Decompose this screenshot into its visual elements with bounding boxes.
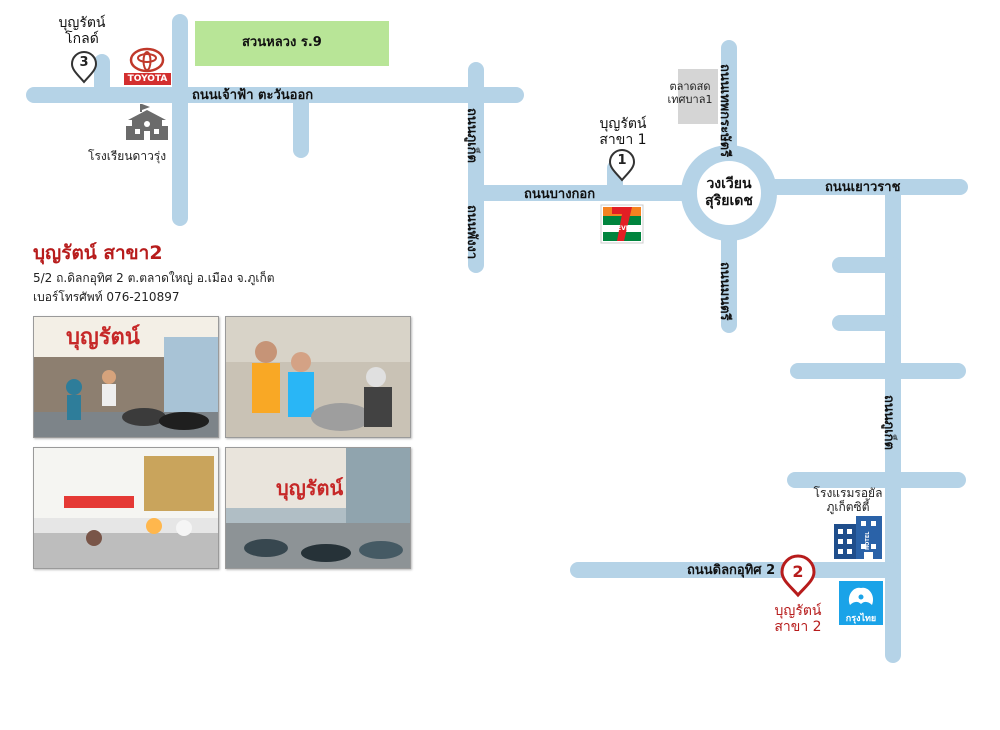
road-label-yaowarat: ถนนเยาวราช xyxy=(825,180,901,195)
road-label-thepkrasattri: ถนนเทพกระษัตรี xyxy=(717,64,732,158)
toyota-logo-icon xyxy=(124,47,171,85)
pin-2-label-line2: สาขา 2 xyxy=(774,619,822,635)
park-label: สวนหลวง ร.9 xyxy=(242,35,322,50)
pin-2-label-line1: บุญรัตน์ xyxy=(774,603,822,619)
pin-3-label: บุญรัตน์ โกลด์ xyxy=(42,15,122,47)
road-network xyxy=(26,14,968,663)
hotel-sign-label: HOTEL xyxy=(865,531,871,550)
pin-3-label-line2: โกลด์ xyxy=(65,31,99,47)
school-label: โรงเรียนดาวรุ่ง xyxy=(88,149,167,163)
roundabout xyxy=(681,145,777,241)
market-area xyxy=(678,69,718,124)
road-label-phangnga: ถนนพังงา xyxy=(464,205,479,260)
photo-shop-front: บุญรัตน์ xyxy=(33,316,219,438)
road-label-montri: ถนนมนตรี xyxy=(717,262,732,321)
pin-1-number: 1 xyxy=(617,153,627,168)
pin-1-label: บุญรัตน์ สาขา 1 xyxy=(583,116,663,148)
photo-dining-room xyxy=(33,447,219,569)
hotel-label-line1: โรงแรมรอยัล xyxy=(813,486,883,500)
pin-3-number: 3 xyxy=(79,55,89,70)
seven-eleven-label: ELEVEN xyxy=(609,225,635,232)
road-label-phuket-lower: ถนนภูเก็ต xyxy=(881,395,896,450)
bank-label: กรุงไทย xyxy=(845,614,877,624)
toyota-label: TOYOTA xyxy=(127,74,168,84)
pin-1-label-line2: สาขา 1 xyxy=(599,132,647,148)
hotel-label-line2: ภูเก็ตซิตี้ xyxy=(826,500,870,514)
pin-3-marker[interactable] xyxy=(70,51,98,84)
hotel-icon xyxy=(834,516,882,559)
roundabout-label-line1: วงเวียน xyxy=(706,176,752,192)
pin-2-label: บุญรัตน์ สาขา 2 xyxy=(758,603,838,635)
photo-kitchen xyxy=(225,316,411,438)
pin-2-marker[interactable] xyxy=(780,554,816,598)
roundabout-label: วงเวียน สุริยเดช xyxy=(703,176,755,210)
market-label-1: ตลาดสด xyxy=(669,80,711,93)
krungthai-bank-logo-icon xyxy=(839,581,883,625)
photo-street-view: บุญรัตน์ xyxy=(225,447,411,569)
info-phone: เบอร์โทรศัพท์ 076-210897 xyxy=(33,290,180,304)
road-label-chaofa-east: ถนนเจ้าฟ้า ตะวันออก xyxy=(192,88,314,103)
photo-street-sign: บุญรัตน์ xyxy=(276,476,344,500)
school-icon xyxy=(126,104,168,140)
hotel-label: โรงแรมรอยัล ภูเก็ตซิตี้ xyxy=(808,486,888,514)
pin-3-label-line1: บุญรัตน์ xyxy=(58,15,106,31)
park-area xyxy=(195,21,389,66)
pin-1-label-line1: บุญรัตน์ xyxy=(599,116,647,132)
road-label-bangkok: ถนนบางกอก xyxy=(524,187,596,202)
roundabout-label-line2: สุริยเดช xyxy=(705,193,753,209)
pin-1-marker[interactable] xyxy=(608,149,636,182)
market-label-2: เทศบาล1 xyxy=(667,93,713,106)
road-label-dilok-uthit-2: ถนนดิลกอุทิศ 2 xyxy=(687,563,776,578)
info-title: บุญรัตน์ สาขา2 xyxy=(33,242,163,264)
info-address: 5/2 ถ.ดิลกอุทิศ 2 ต.ตลาดใหญ่ อ.เมือง จ.ภ… xyxy=(33,271,275,285)
photo-shop-sign: บุญรัตน์ xyxy=(66,325,140,350)
pin-2-number: 2 xyxy=(792,562,804,581)
road-label-phuket-upper: ถนนภูเก็ต xyxy=(464,108,479,163)
seven-eleven-logo-icon xyxy=(600,204,644,244)
